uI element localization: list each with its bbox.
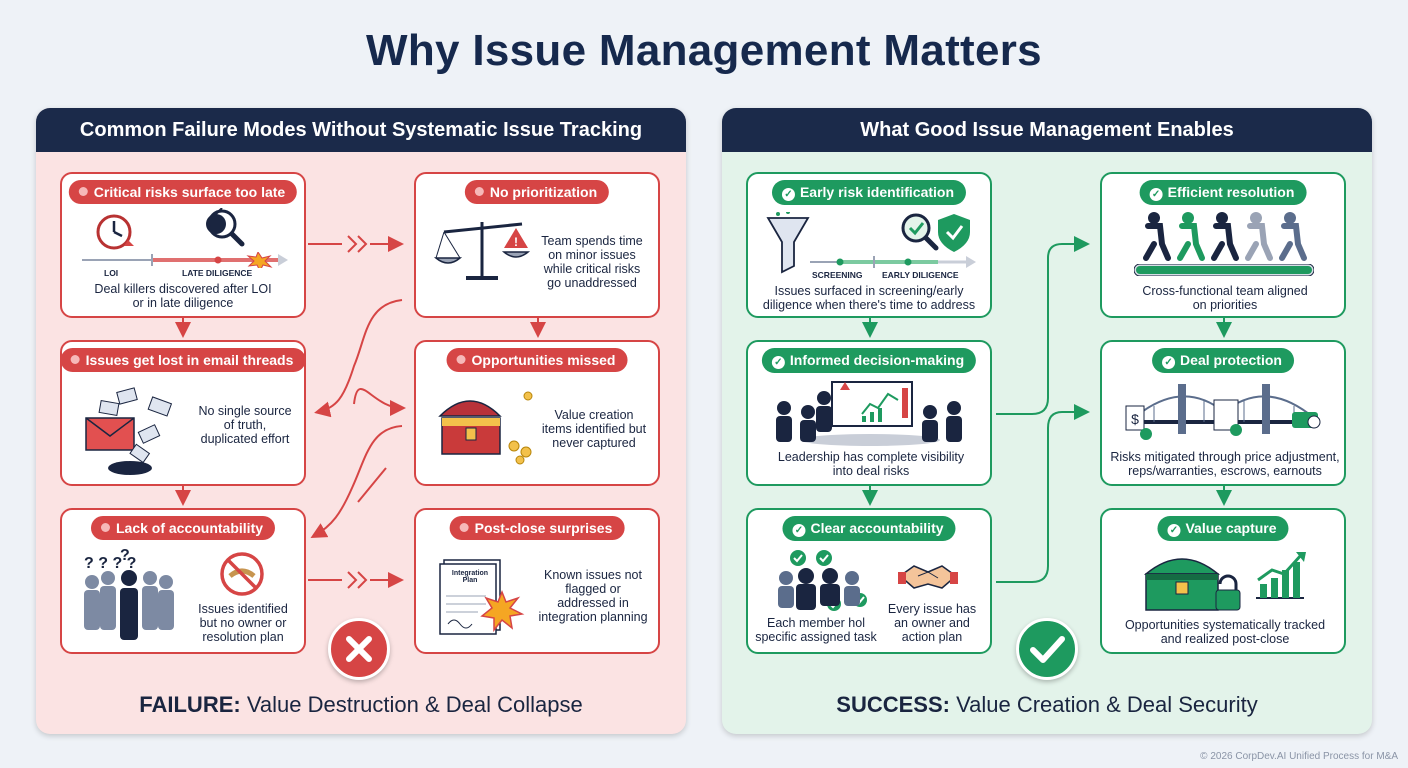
card-desc: but no owner or [199,616,287,630]
card-desc: an owner and [894,616,970,630]
card-desc: diligence when there's time to address [762,298,976,312]
card-title: Opportunities missed [471,352,616,368]
failure-connectors [175,108,546,734]
failure-footer: FAILURE: Value Destruction & Deal Collap… [139,692,583,717]
card-title: Clear accountability [810,520,944,536]
card-desc: duplicated effort [200,432,290,446]
tick-late-diligence: LATE DILIGENCE [182,268,253,278]
email-envelope-icon [85,387,173,475]
card-desc: on priorities [1192,298,1258,312]
card-early-risk-identification: ✓Early risk identification SCREENING EAR… [746,172,992,318]
card-desc: Deal killers discovered after LOI [94,282,272,296]
tick-early-diligence: EARLY DILIGENCE [882,270,959,280]
timeline-bar [810,256,976,268]
card-desc: Issues surfaced in screening/early [774,284,964,298]
bridge-icon: $ [1125,384,1321,440]
card-desc: flagged or [565,582,621,596]
card-title: Lack of accountability [115,520,264,536]
card-desc: Known issues not [544,568,642,582]
card-deal-protection: ✓Deal protection $ Risks mitigated throu… [1100,340,1346,486]
card-title: Efficient resolution [1167,184,1295,200]
team-running-icon [1143,212,1307,261]
card-title: Issues get lost in email threads [85,352,294,368]
card-title: No prioritization [489,184,598,200]
svg-text:? ? ? ?: ? ? ? ? [84,555,136,572]
card-desc: No single source [198,404,292,418]
card-informed-decision-making: ✓Informed decision-making Leadership has… [746,340,992,486]
card-desc: of truth, [223,418,267,432]
svg-text:$: $ [1131,411,1139,427]
card-desc: items identified but [541,422,647,436]
boardroom-dashboard-icon [776,381,962,446]
card-desc: never captured [552,436,636,450]
card-efficient-resolution: ✓Efficient resolution Cross-functional t… [1100,172,1346,318]
funnel-icon [766,212,810,274]
timeline-bar [82,252,288,268]
card-desc: on minor issues [548,248,636,262]
failure-panel: Common Failure Modes Without Systematic … [36,108,686,734]
card-title: Deal protection [1180,352,1282,368]
failure-panel-header: Common Failure Modes Without Systematic … [36,108,686,152]
card-desc: Team spends time [541,234,643,248]
growth-chart-icon [1256,552,1306,599]
card-title: Informed decision-making [789,352,965,368]
tick-loi: LOI [104,268,119,278]
card-desc: integration planning [538,610,648,624]
card-desc: reps/warranties, escrows, earnouts [1128,464,1322,478]
integration-plan-doc-icon [439,559,525,635]
failure-x-icon [328,618,390,680]
card-critical-risks-late: Critical risks surface too late LOI LATE… [60,172,306,318]
svg-text:?: ? [120,548,130,564]
card-desc: Issues identified [198,602,288,616]
card-desc: Risks mitigated through price adjustment… [1110,450,1340,464]
copyright: © 2026 CorpDev.AI Unified Process for M&… [1200,751,1398,762]
success-connectors [862,236,1232,583]
card-desc: Each member hol [767,616,865,630]
card-desc: Value creation [554,408,634,422]
card-desc: into deal risks [832,464,910,478]
card-desc: resolution plan [202,630,284,644]
card-desc: specific assigned task [755,630,877,644]
success-check-icon [1016,618,1078,680]
treasure-chest-icon [438,391,533,465]
scale-warning-icon: ! [433,222,531,280]
success-footer: SUCCESS: Value Creation & Deal Security [836,692,1258,717]
magnifier-shield-icon [901,213,970,252]
clock-icon [96,214,134,250]
success-panel-header: What Good Issue Management Enables [722,108,1372,152]
card-title: Value capture [1185,520,1277,536]
card-desc: or in late diligence [132,296,234,310]
card-desc: Every issue has [887,602,977,616]
card-desc: Opportunities systematically tracked [1124,618,1326,632]
card-title: Critical risks surface too late [93,184,286,200]
handshake-icon [898,565,958,589]
confused-people-icon: ? ? ? ?? [84,548,174,640]
svg-text:!: ! [514,235,518,249]
success-panel: What Good Issue Management Enables ✓Earl… [722,108,1372,734]
card-issues-lost-email: Issues get lost in email threads No sing… [60,340,306,486]
magnifier-bomb-icon [206,208,245,247]
card-desc: action plan [901,630,963,644]
card-desc: go unaddressed [547,276,637,290]
card-lack-accountability: Lack of accountability ? ? ? ?? Issues i… [60,508,306,654]
no-handshake-icon [220,552,264,596]
page-title: Why Issue Management Matters [366,26,1042,75]
vault-chest-lock-icon [1143,558,1241,611]
card-desc: while critical risks [543,262,641,276]
card-desc: and realized post-close [1160,632,1290,646]
progress-bar [1134,264,1314,276]
card-desc: Leadership has complete visibility [777,450,965,464]
card-title: Post-close surprises [474,520,613,536]
team-checks-icon [778,550,867,611]
tick-screening: SCREENING [812,270,863,280]
card-value-capture: ✓Value capture Opportunities systematica… [1100,508,1346,654]
card-title: Early risk identification [799,184,955,200]
card-desc: Cross-functional team aligned [1142,284,1308,298]
card-desc: addressed in [557,596,629,610]
